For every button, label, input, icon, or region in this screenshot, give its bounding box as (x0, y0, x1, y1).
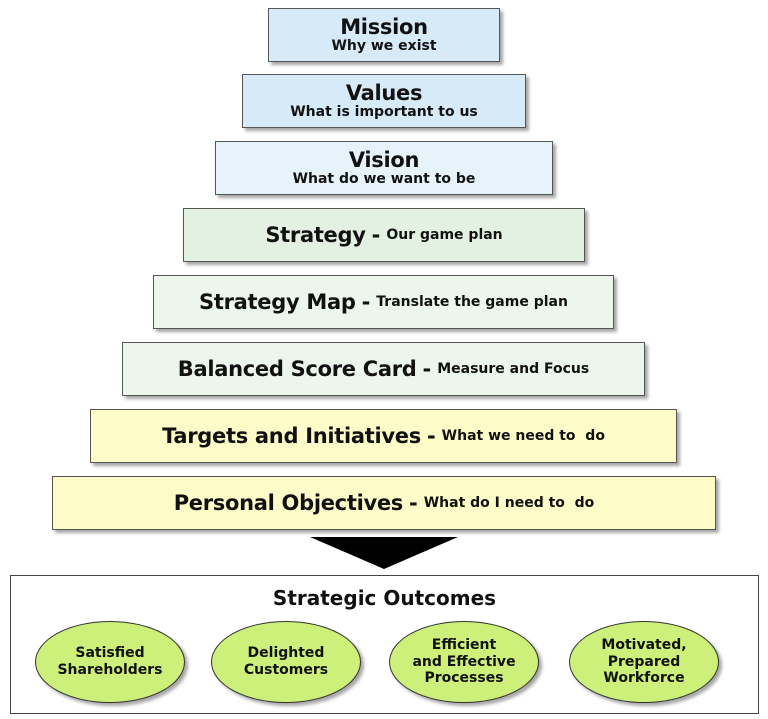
tier-targets-initiatives-separator: - (426, 424, 436, 448)
strategic-outcomes-title: Strategic Outcomes (272, 586, 497, 610)
tier-strategy-subtitle: Our game plan (386, 227, 503, 243)
outcome-satisfied-shareholders: Satisfied Shareholders (35, 621, 185, 703)
tier-targets-initiatives-title: Targets and Initiatives (162, 424, 421, 448)
tier-personal-objectives-subtitle: What do I need to do (423, 495, 595, 511)
strategic-outcomes-box: Strategic Outcomes Satisfied Shareholder… (10, 575, 759, 714)
tier-targets-initiatives-subtitle: What we need to do (441, 428, 605, 444)
tier-values-title: Values (345, 80, 423, 105)
tier-strategy-map-separator: - (361, 290, 371, 314)
tier-strategy-separator: - (371, 223, 381, 247)
tier-vision-subtitle: What do we want to be (292, 170, 476, 187)
tier-mission: Mission Why we exist (268, 8, 500, 62)
outcome-efficient-processes: Efficient and Effective Processes (389, 621, 539, 703)
tier-mission-subtitle: Why we exist (331, 37, 437, 54)
tier-values: Values What is important to us (242, 74, 526, 128)
tier-balanced-score-card-separator: - (422, 357, 432, 381)
tier-strategy-map-title: Strategy Map (199, 290, 356, 314)
tier-balanced-score-card: Balanced Score Card - Measure and Focus (122, 342, 645, 396)
down-arrow-icon (310, 537, 458, 569)
tier-balanced-score-card-title: Balanced Score Card (177, 357, 417, 381)
tier-personal-objectives: Personal Objectives - What do I need to … (52, 476, 716, 530)
tier-balanced-score-card-subtitle: Measure and Focus (437, 361, 590, 377)
tier-strategy: Strategy - Our game plan (183, 208, 585, 262)
tier-strategy-map-subtitle: Translate the game plan (376, 294, 568, 310)
tier-vision: Vision What do we want to be (215, 141, 553, 195)
tier-mission-title: Mission (340, 14, 428, 39)
tier-vision-title: Vision (348, 147, 420, 172)
tier-targets-initiatives: Targets and Initiatives - What we need t… (90, 409, 677, 463)
tier-values-subtitle: What is important to us (290, 103, 478, 120)
outcome-motivated-workforce: Motivated, Prepared Workforce (569, 621, 719, 703)
tier-personal-objectives-separator: - (409, 491, 418, 515)
tier-strategy-title: Strategy (265, 223, 366, 247)
tier-personal-objectives-title: Personal Objectives (173, 491, 404, 515)
outcome-delighted-customers: Delighted Customers (211, 621, 361, 703)
tier-strategy-map: Strategy Map - Translate the game plan (153, 275, 614, 329)
